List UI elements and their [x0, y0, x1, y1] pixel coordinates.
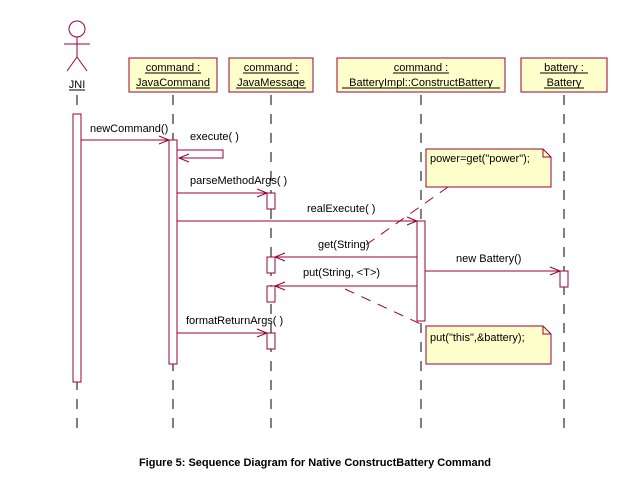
actor-label: JNI — [69, 79, 86, 91]
actor-right-leg — [76, 56, 88, 72]
note-fold — [542, 326, 551, 335]
object-constructbattery: command : BatteryImpl::ConstructBattery — [336, 57, 506, 93]
object-box — [336, 57, 506, 93]
messages — [81, 140, 560, 333]
activation-javamessage-2 — [266, 256, 276, 274]
lifelines — [76, 95, 565, 435]
activation-javamessage-3 — [266, 285, 276, 303]
object-javacommand: command : JavaCommand — [128, 57, 218, 93]
note-fold — [542, 149, 551, 158]
object-box — [520, 57, 608, 93]
activation-javamessage-4 — [266, 332, 276, 350]
note-text: power=get("power"); — [430, 153, 530, 165]
activation-battery — [559, 270, 569, 288]
object-javamessage: command : JavaMessage — [228, 57, 314, 93]
object-battery: battery : Battery — [520, 57, 608, 93]
object-class: BatteryImpl::ConstructBattery — [349, 77, 493, 89]
object-class: JavaMessage — [237, 77, 305, 89]
note-put-this: put("this",&battery); — [425, 325, 552, 365]
object-class: JavaCommand — [136, 77, 210, 89]
figure-caption: Figure 5: Sequence Diagram for Native Co… — [139, 457, 491, 469]
note-anchor-power — [362, 186, 449, 248]
message-label-put: put(String, <T>) — [303, 267, 380, 279]
message-label-newcommand: newCommand() — [90, 123, 168, 135]
note-power: power=get("power"); — [425, 148, 552, 188]
note-anchor-put-this — [344, 288, 426, 327]
note-text: put("this",&battery); — [430, 332, 525, 344]
object-box — [128, 57, 218, 93]
note-anchors — [344, 186, 449, 327]
note-box — [425, 325, 552, 365]
message-label-newbattery: new Battery() — [456, 253, 521, 265]
object-name: command : — [244, 62, 298, 74]
activation-constructbattery — [416, 220, 426, 322]
object-class: Battery — [547, 77, 582, 89]
message-arrow-execute — [177, 149, 224, 158]
object-name: command : — [394, 62, 448, 74]
object-box — [228, 57, 314, 93]
note-box — [425, 148, 552, 188]
message-label-get: get(String) — [318, 239, 369, 251]
message-label-formatreturnargs: formatReturnArgs( ) — [186, 315, 283, 327]
activation-jni — [72, 113, 82, 383]
message-label-parsemethodargs: parseMethodArgs( ) — [190, 175, 287, 187]
message-label-realexecute: realExecute( ) — [307, 203, 375, 215]
object-name: command : — [146, 62, 200, 74]
message-label-execute: execute( ) — [190, 131, 239, 143]
actor-jni: JNI — [64, 20, 90, 91]
object-name: battery : — [544, 62, 584, 74]
actor-left-leg — [66, 56, 78, 72]
actor-head — [68, 20, 86, 38]
activation-javamessage-1 — [266, 192, 276, 210]
activations — [72, 113, 569, 383]
activation-javacommand — [168, 139, 178, 365]
